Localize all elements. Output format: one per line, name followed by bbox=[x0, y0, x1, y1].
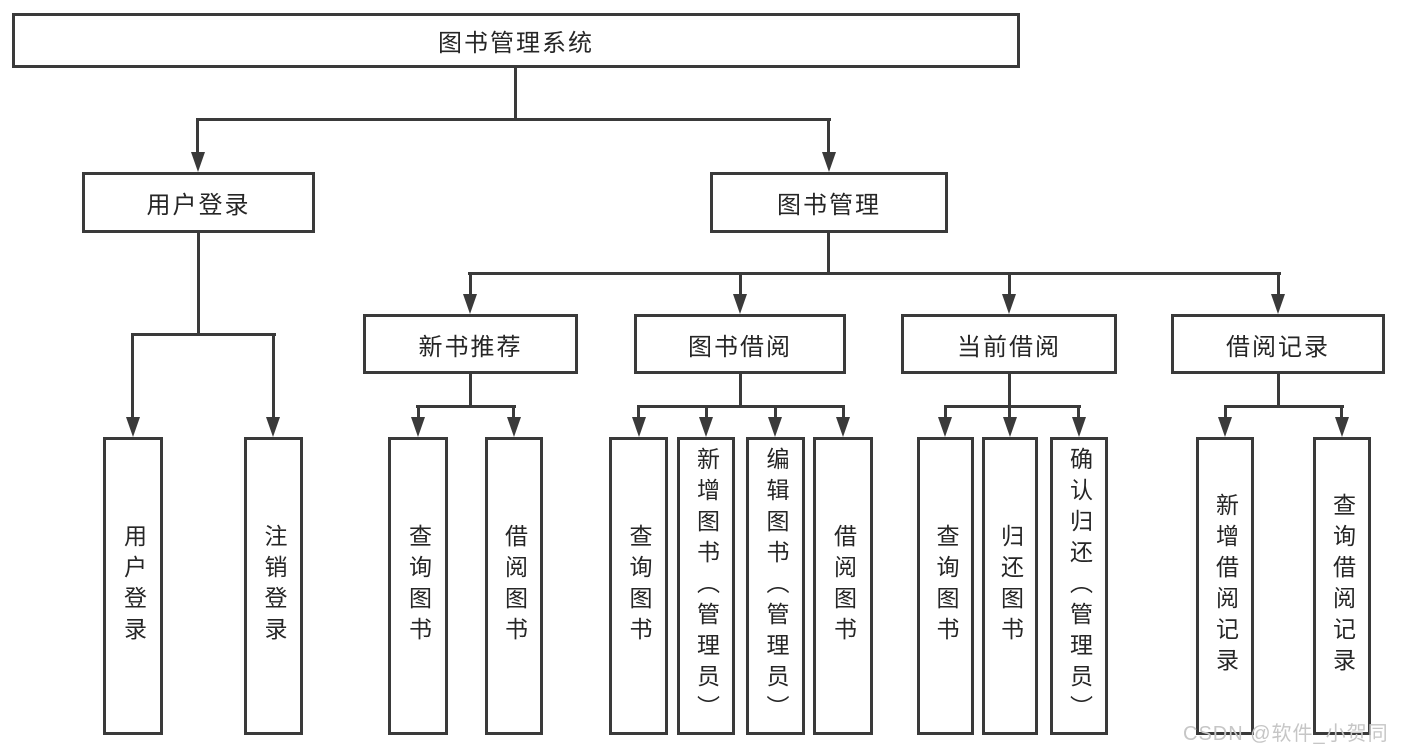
leaf-borrow-books-2: 借阅图书 bbox=[813, 437, 873, 735]
arrow-down-icon bbox=[266, 417, 280, 437]
arrow-down-icon bbox=[1218, 417, 1232, 437]
arrow-down-icon bbox=[1002, 294, 1016, 314]
arrow-down-icon bbox=[822, 152, 836, 172]
arrow-down-icon bbox=[632, 417, 646, 437]
connector-line bbox=[512, 405, 515, 419]
connector-line bbox=[131, 333, 134, 419]
leaf-query-books-2: 查询图书 bbox=[609, 437, 668, 735]
leaf-borrow-books-1: 借阅图书 bbox=[485, 437, 543, 735]
node-user-login: 用户登录 bbox=[82, 172, 315, 233]
arrow-down-icon bbox=[836, 417, 850, 437]
arrow-down-icon bbox=[463, 294, 477, 314]
leaf-user-login: 用户登录 bbox=[103, 437, 163, 735]
leaf-query-books-1: 查询图书 bbox=[388, 437, 448, 735]
connector-line bbox=[1008, 272, 1011, 296]
connector-line bbox=[739, 272, 742, 296]
connector-line bbox=[842, 405, 845, 419]
arrow-down-icon bbox=[1335, 417, 1349, 437]
arrow-down-icon bbox=[699, 417, 713, 437]
leaf-add-borrow-record: 新增借阅记录 bbox=[1196, 437, 1254, 735]
connector-line bbox=[944, 405, 947, 419]
connector-line bbox=[827, 118, 830, 156]
connector-line bbox=[469, 272, 472, 296]
connector-line bbox=[1277, 272, 1280, 296]
connector-line bbox=[637, 405, 640, 419]
arrow-down-icon bbox=[126, 417, 140, 437]
connector-line bbox=[131, 333, 276, 336]
arrow-down-icon bbox=[768, 417, 782, 437]
connector-line bbox=[514, 68, 517, 121]
arrow-down-icon bbox=[1271, 294, 1285, 314]
connector-line bbox=[468, 272, 1281, 275]
connector-line bbox=[1077, 405, 1080, 419]
arrow-down-icon bbox=[938, 417, 952, 437]
arrow-down-icon bbox=[1003, 417, 1017, 437]
connector-line bbox=[774, 405, 777, 419]
leaf-confirm-return-admin: 确认归还（管理员） bbox=[1050, 437, 1108, 735]
watermark: CSDN @软件_小贺同学 bbox=[1183, 723, 1389, 745]
connector-line bbox=[944, 405, 1081, 408]
connector-line bbox=[417, 405, 420, 419]
leaf-logout: 注销登录 bbox=[244, 437, 303, 735]
connector-line bbox=[1224, 405, 1227, 419]
arrow-down-icon bbox=[191, 152, 205, 172]
connector-line bbox=[705, 405, 708, 419]
arrow-down-icon bbox=[733, 294, 747, 314]
leaf-add-book-admin: 新增图书（管理员） bbox=[677, 437, 735, 735]
connector-line bbox=[197, 232, 200, 335]
connector-line bbox=[196, 118, 831, 121]
connector-line bbox=[196, 118, 199, 156]
node-new-book-recommend: 新书推荐 bbox=[363, 314, 578, 374]
connector-line bbox=[1340, 405, 1343, 419]
leaf-return-book: 归还图书 bbox=[982, 437, 1038, 735]
connector-line bbox=[469, 372, 472, 408]
connector-line bbox=[1277, 372, 1280, 408]
leaf-query-borrow-record: 查询借阅记录 bbox=[1313, 437, 1371, 735]
connector-line bbox=[739, 372, 742, 408]
connector-line bbox=[416, 405, 516, 408]
node-current-borrow: 当前借阅 bbox=[901, 314, 1117, 374]
connector-line bbox=[1008, 405, 1011, 419]
connector-line bbox=[1224, 405, 1344, 408]
connector-line bbox=[637, 405, 845, 408]
node-root: 图书管理系统 bbox=[12, 13, 1020, 68]
connector-line bbox=[827, 232, 830, 275]
connector-line bbox=[272, 333, 275, 419]
node-borrow-record: 借阅记录 bbox=[1171, 314, 1385, 374]
arrow-down-icon bbox=[1072, 417, 1086, 437]
leaf-query-books-3: 查询图书 bbox=[917, 437, 974, 735]
node-book-borrow: 图书借阅 bbox=[634, 314, 846, 374]
connector-line bbox=[1008, 372, 1011, 408]
arrow-down-icon bbox=[507, 417, 521, 437]
leaf-edit-book-admin: 编辑图书（管理员） bbox=[746, 437, 805, 735]
arrow-down-icon bbox=[411, 417, 425, 437]
node-book-mgmt: 图书管理 bbox=[710, 172, 948, 233]
